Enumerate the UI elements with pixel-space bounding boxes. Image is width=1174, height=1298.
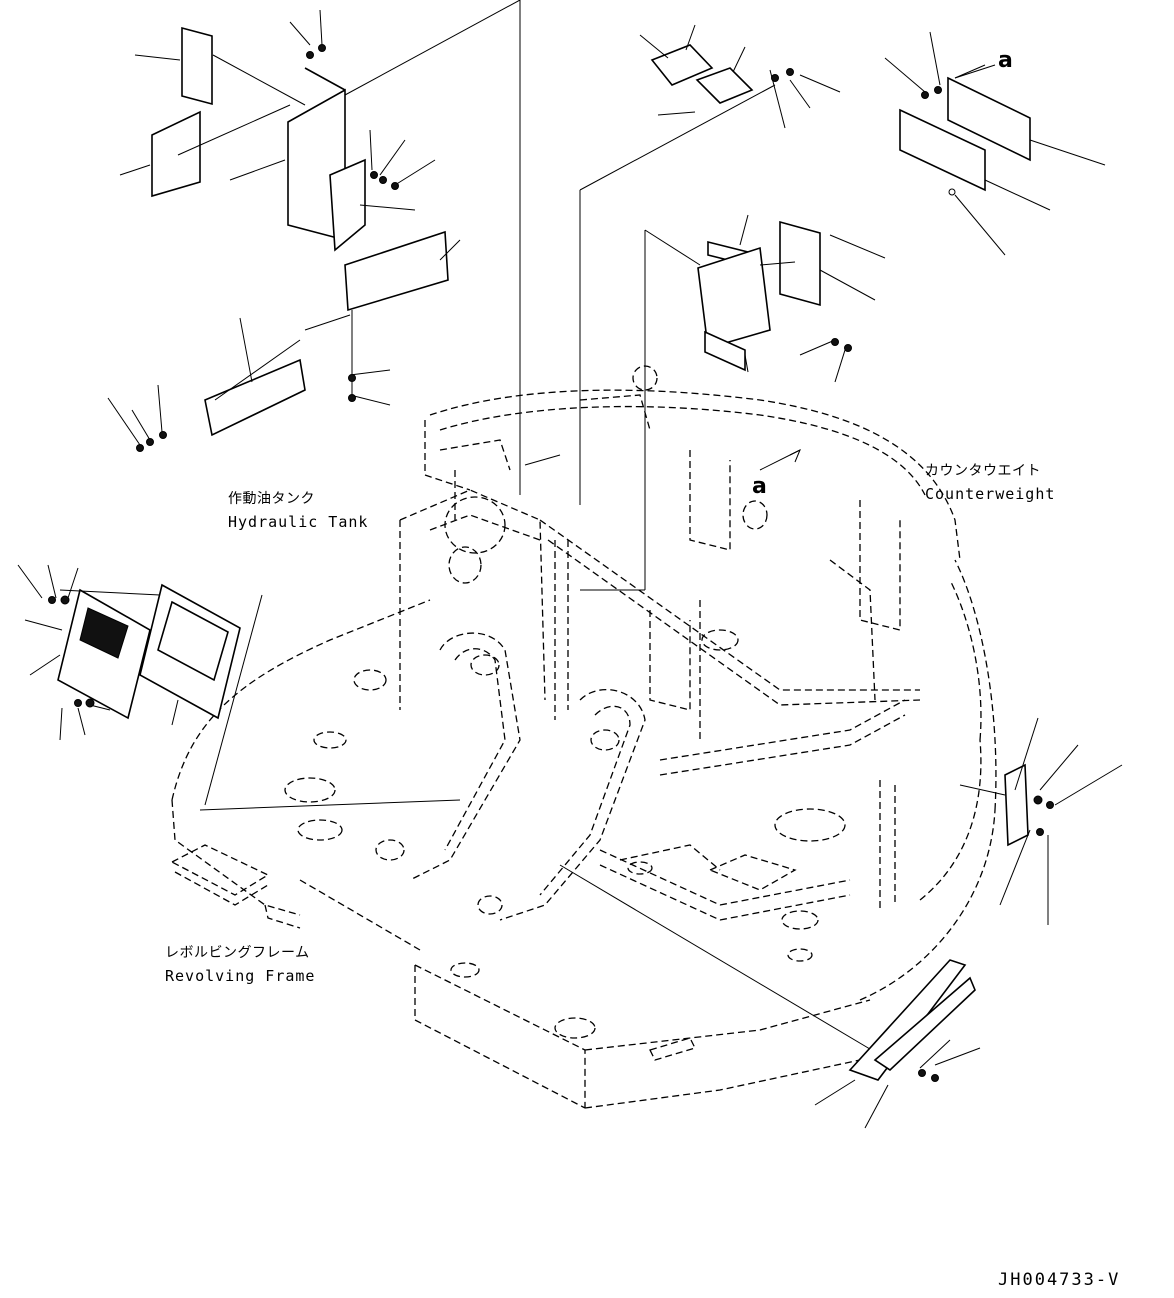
marker-arrows <box>759 448 801 471</box>
revolving-frame-outline <box>170 365 997 1109</box>
counterweight-label-en: Counterweight <box>925 485 1056 503</box>
step-plates <box>639 24 841 129</box>
drawing-reference-number: JH004733-V <box>998 1270 1121 1290</box>
right-cover-assembly <box>884 31 1106 256</box>
marker-a-frame: a <box>752 474 767 499</box>
access-panel-assembly <box>17 564 241 741</box>
right-bracket <box>999 717 1123 925</box>
leader-lines <box>59 0 1006 1056</box>
marker-a-top: a <box>998 48 1013 73</box>
left-cover-assembly <box>107 9 461 452</box>
hydraulic-tank-label-en: Hydraulic Tank <box>228 513 369 531</box>
hydraulic-tank-label-jp: 作動油タンク <box>228 491 315 507</box>
revolving-frame-label-en: Revolving Frame <box>165 967 316 985</box>
bottom-right-cover <box>814 959 981 1129</box>
counterweight-label-jp: カウンタウエイト <box>925 463 1041 479</box>
revolving-frame-label-jp: レボルビングフレーム <box>165 945 310 961</box>
battery-box-assembly <box>697 214 886 383</box>
